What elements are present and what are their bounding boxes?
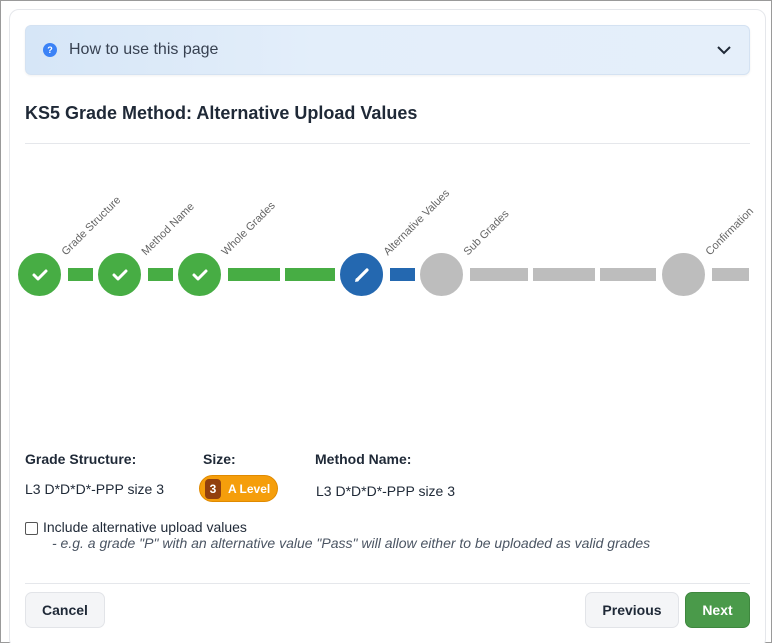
pencil-icon [354, 267, 369, 282]
connector-done [148, 268, 173, 281]
page-title: KS5 Grade Method: Alternative Upload Val… [25, 103, 418, 123]
chevron-down-icon[interactable] [716, 43, 732, 57]
method-name-label: Method Name: [315, 451, 412, 467]
step-whole-grades[interactable] [176, 251, 223, 298]
connector-todo [533, 268, 595, 281]
wizard-card [9, 9, 766, 643]
size-badge-text: A Level [228, 481, 271, 496]
include-alternative-values-label[interactable]: Include alternative upload values [43, 519, 247, 535]
connector-done [68, 268, 93, 281]
step-sub-grades[interactable] [418, 251, 465, 298]
step-grade-structure[interactable] [16, 251, 63, 298]
method-name-value: L3 D*D*D*-PPP size 3 [316, 483, 456, 499]
check-icon [112, 269, 127, 280]
cancel-button[interactable]: Cancel [25, 592, 105, 628]
connector-todo [600, 268, 656, 281]
connector-active [390, 268, 415, 281]
grade-structure-label: Grade Structure: [25, 451, 137, 467]
size-badge-number: 3 [205, 478, 221, 499]
step-method-name[interactable] [96, 251, 143, 298]
include-alternative-values-checkbox[interactable] [25, 522, 38, 535]
option-hint: - e.g. a grade "P" with an alternative v… [52, 535, 651, 551]
size-label: Size: [203, 451, 236, 467]
size-badge: 3 A Level [199, 475, 278, 502]
check-icon [32, 269, 47, 280]
step-confirmation[interactable] [660, 251, 707, 298]
connector-todo [470, 268, 528, 281]
question-circle-icon: ? [43, 43, 57, 57]
divider [25, 143, 750, 144]
connector-done [285, 268, 335, 281]
step-alternative-values[interactable] [338, 251, 385, 298]
next-button[interactable]: Next [685, 592, 750, 628]
grade-structure-value: L3 D*D*D*-PPP size 3 [25, 481, 165, 497]
connector-done [228, 268, 280, 281]
check-icon [192, 269, 207, 280]
divider [25, 583, 750, 584]
connector-todo [712, 268, 749, 281]
previous-button[interactable]: Previous [585, 592, 679, 628]
how-to-use-accordion[interactable]: ? How to use this page [25, 25, 750, 75]
how-to-use-label: How to use this page [69, 41, 219, 58]
